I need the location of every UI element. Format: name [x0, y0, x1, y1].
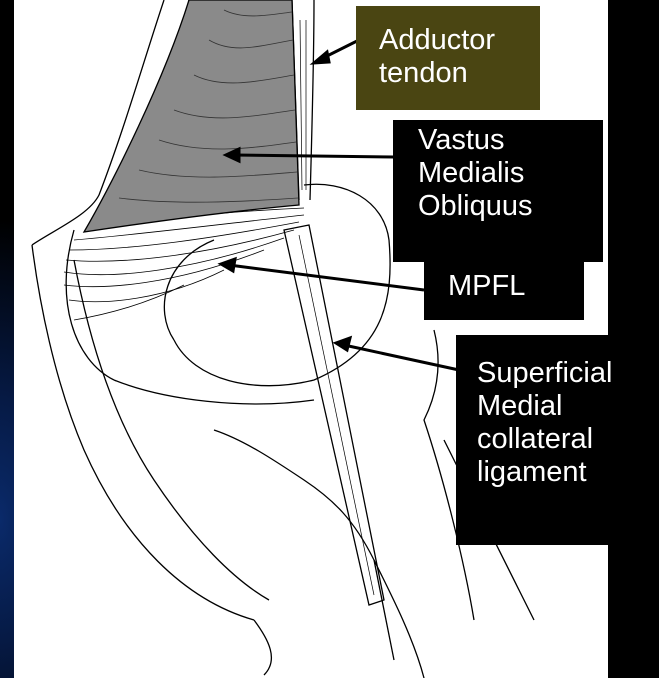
label-line: Medialis	[418, 157, 603, 190]
vmo-muscle	[84, 0, 299, 232]
label-line: collateral	[477, 423, 659, 456]
label-line: tendon	[379, 57, 540, 90]
mpfl-label: MPFL	[424, 262, 584, 320]
label-line: Superficial	[477, 357, 659, 390]
label-line: Obliquus	[418, 190, 603, 223]
label-line: ligament	[477, 456, 659, 489]
vastus-medialis-obliquus-label: Vastus Medialis Obliquus	[393, 120, 603, 262]
superficial-mcl-label: Superficial Medial collateral ligament	[456, 335, 659, 545]
label-line: Vastus	[418, 124, 603, 157]
label-line: MPFL	[448, 270, 584, 303]
label-line: Adductor	[379, 24, 540, 57]
adductor-tendon-label: Adductor tendon	[356, 6, 540, 110]
label-line: Medial	[477, 390, 659, 423]
